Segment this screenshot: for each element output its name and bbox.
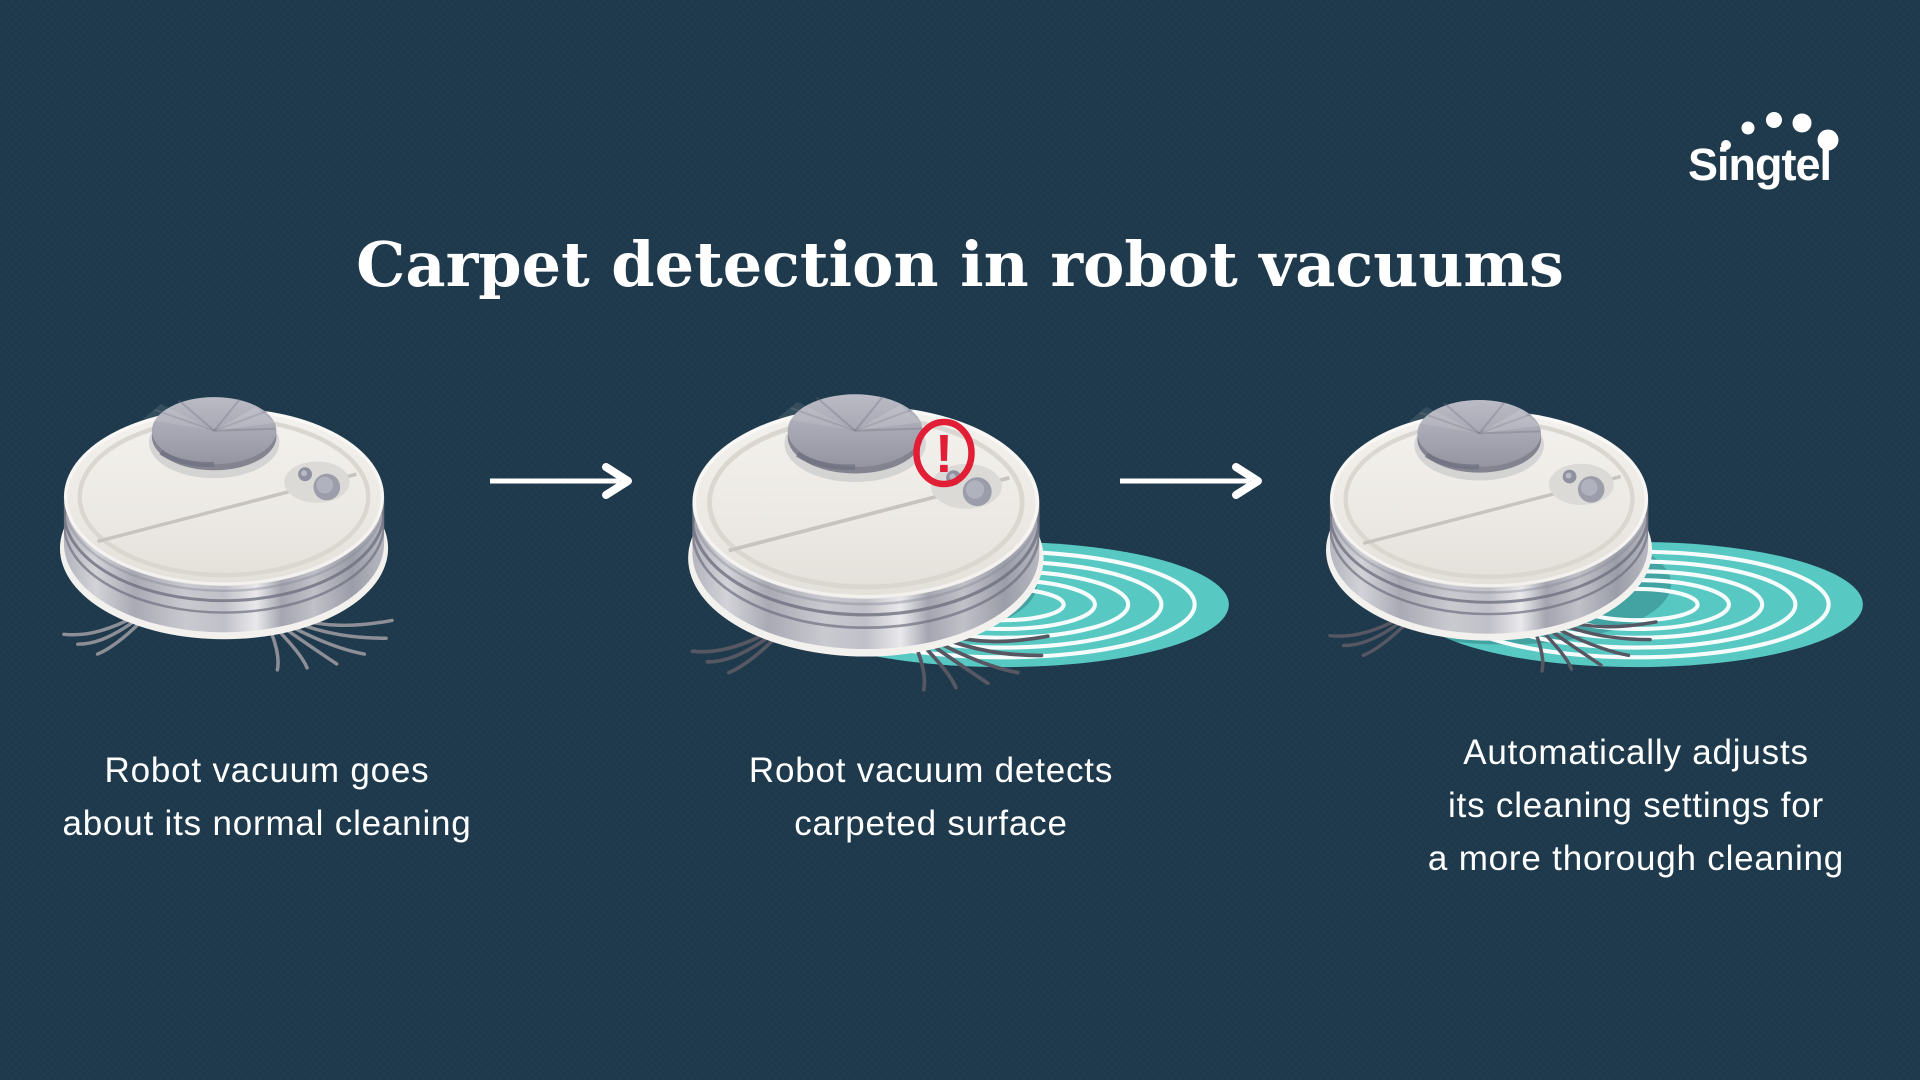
- caption-line: about its normal cleaning: [62, 804, 472, 843]
- step1-caption: Robot vacuum goes about its normal clean…: [17, 744, 517, 850]
- step3-caption: Automatically adjusts its cleaning setti…: [1366, 726, 1906, 885]
- warning-exclamation-glyph: !: [935, 424, 953, 484]
- caption-line: Robot vacuum goes: [104, 751, 430, 790]
- singtel-logo: Singtel: [1684, 88, 1870, 187]
- step2-caption: Robot vacuum detects carpeted surface: [681, 744, 1181, 850]
- page-title: Carpet detection in robot vacuums: [356, 227, 1564, 301]
- caption-line: Automatically adjusts: [1463, 733, 1809, 772]
- arrow-right-icon: [490, 463, 632, 499]
- singtel-arc-dots-icon: [1721, 112, 1839, 151]
- robot-vacuum-illustration-step2: [686, 392, 1050, 692]
- caption-line: Robot vacuum detects: [748, 751, 1114, 790]
- arrow-right-icon: [1120, 463, 1262, 499]
- caption-line: a more thorough cleaning: [1427, 839, 1845, 878]
- robot-vacuum-illustration-step3: [1324, 398, 1658, 673]
- robot-vacuum-illustration-step1: [58, 395, 394, 672]
- caption-line: its cleaning settings for: [1447, 786, 1824, 825]
- warning-icon: !: [913, 418, 975, 488]
- caption-line: carpeted surface: [794, 804, 1068, 843]
- singtel-wordmark: Singtel: [1688, 139, 1832, 190]
